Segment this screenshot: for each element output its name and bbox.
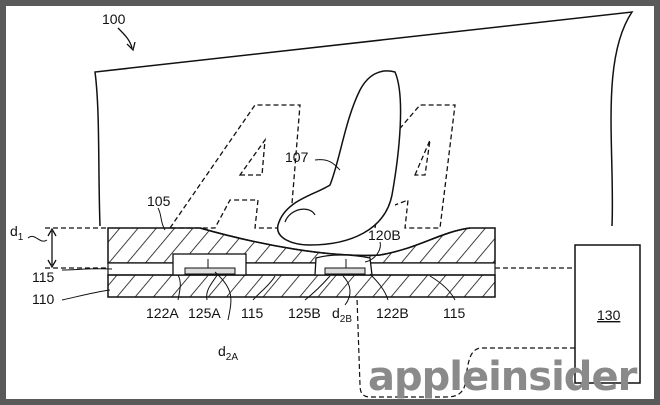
label-105: 105 (147, 193, 171, 209)
label-130: 130 (597, 307, 621, 323)
label-115-mid: 115 (241, 305, 264, 321)
label-100: 100 (102, 11, 126, 27)
label-125B: 125B (288, 305, 321, 321)
label-125A: 125A (188, 305, 221, 321)
label-115-left: 115 (32, 269, 55, 285)
finger-icon (277, 70, 402, 246)
controller-box (574, 244, 641, 384)
patent-diagram: 100 107 105 d1 120B 115 110 122A 125A 11… (10, 11, 641, 399)
label-120B: 120B (368, 227, 401, 243)
label-d1: d1 (10, 223, 24, 243)
label-122A: 122A (146, 305, 179, 321)
label-115-right: 115 (443, 305, 466, 321)
label-110: 110 (32, 291, 55, 307)
label-107: 107 (285, 149, 309, 165)
appleinsider-watermark: appleinsider (368, 354, 638, 399)
label-d2B: d2B (332, 305, 352, 325)
base-layer (107, 274, 496, 298)
label-122B: 122B (376, 305, 409, 321)
patent-figure: 100 107 105 d1 120B 115 110 122A 125A 11… (6, 6, 654, 399)
flexible-sheet (94, 11, 634, 227)
label-d2A: d2A (218, 343, 238, 363)
